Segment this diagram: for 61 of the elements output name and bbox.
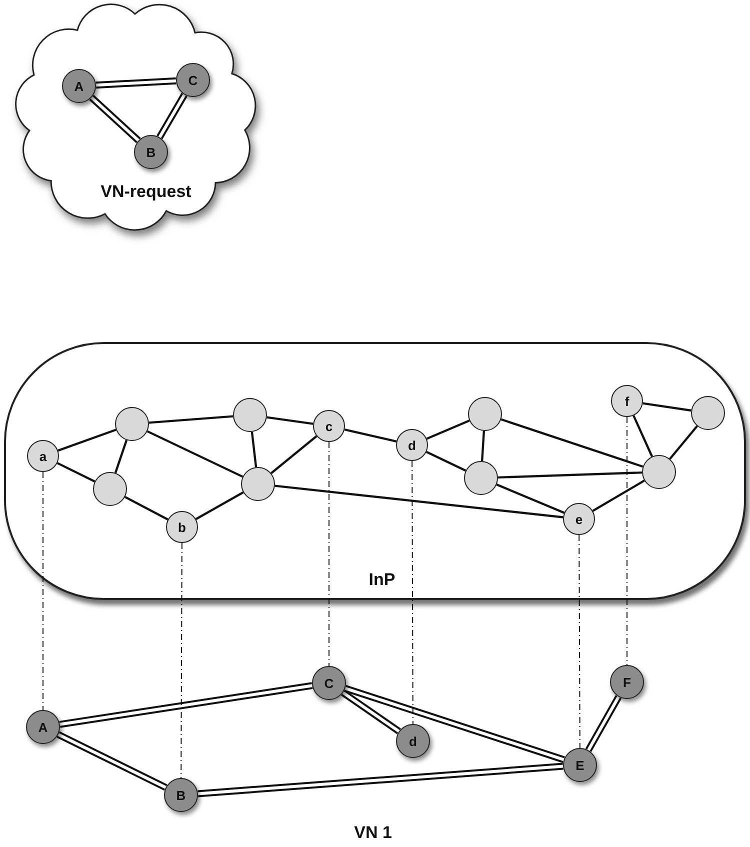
node-circle: e xyxy=(563,503,595,535)
node-circle xyxy=(464,461,498,495)
node-circle: A xyxy=(26,710,60,744)
physical-link xyxy=(344,428,397,442)
network-title: InP xyxy=(368,570,396,590)
physical-link xyxy=(56,462,96,482)
physical-link xyxy=(496,484,565,514)
mapping-line xyxy=(42,472,44,710)
virtual-link xyxy=(344,684,565,764)
node-circle xyxy=(642,455,676,489)
physical-link xyxy=(500,418,644,468)
node-circle: B xyxy=(164,778,198,812)
physical-link xyxy=(270,435,318,474)
node-circle xyxy=(241,467,275,501)
physical-link xyxy=(274,484,564,518)
physical-link xyxy=(250,432,258,468)
virtual-link xyxy=(56,731,168,791)
physical-link xyxy=(632,415,654,457)
mapping-line xyxy=(626,416,628,666)
physical-link xyxy=(592,480,645,512)
node-circle: F xyxy=(610,665,644,699)
physical-link xyxy=(148,415,234,424)
mapping-line xyxy=(328,442,330,666)
physical-link xyxy=(426,420,470,440)
virtual-link xyxy=(89,94,141,144)
node-circle xyxy=(93,472,127,506)
physical-link xyxy=(124,496,168,520)
physical-link xyxy=(669,425,698,460)
mapping-line xyxy=(412,460,414,724)
node-circle: a xyxy=(27,440,59,472)
physical-link xyxy=(426,450,466,472)
node-circle: d xyxy=(396,724,430,758)
physical-link xyxy=(195,491,244,520)
virtual-link xyxy=(585,695,622,752)
physical-link xyxy=(58,428,116,452)
node-circle xyxy=(115,407,149,441)
network-title: VN-request xyxy=(100,182,192,202)
virtual-link xyxy=(341,690,401,734)
node-circle: C xyxy=(312,666,346,700)
physical-link xyxy=(642,402,692,412)
virtual-link xyxy=(156,92,188,140)
node-circle: d xyxy=(396,429,428,461)
node-circle xyxy=(233,398,267,432)
virtual-link xyxy=(198,762,564,798)
network-title: VN 1 xyxy=(354,823,392,843)
physical-link xyxy=(266,416,314,425)
node-circle xyxy=(468,397,502,431)
physical-link xyxy=(146,430,244,478)
network-container xyxy=(4,342,746,600)
physical-link xyxy=(114,440,128,474)
node-circle: c xyxy=(313,410,345,442)
physical-link xyxy=(480,430,486,462)
node-circle xyxy=(691,396,725,430)
mapping-line xyxy=(578,534,580,748)
physical-link xyxy=(498,471,642,479)
mapping-line xyxy=(180,542,182,778)
node-circle: b xyxy=(166,511,198,543)
virtual-link xyxy=(96,77,176,89)
virtual-link xyxy=(59,682,313,728)
node-circle: E xyxy=(563,748,597,782)
node-circle: f xyxy=(611,385,643,417)
